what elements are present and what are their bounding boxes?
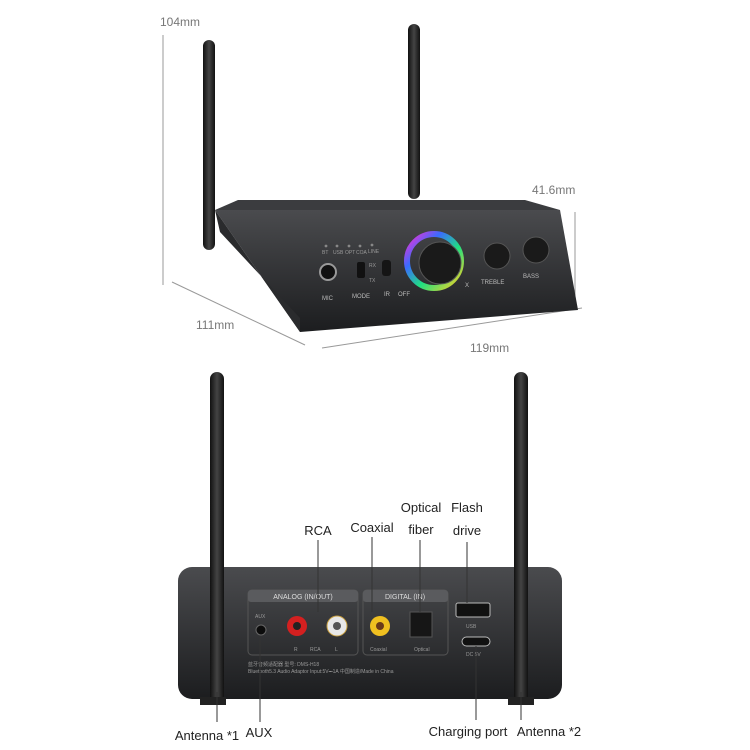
antenna-left [203,40,215,250]
callout-charging-port: Charging port [429,724,508,739]
led-label-bt: BT [322,250,328,256]
rca-r-label: R [294,647,298,653]
dimension-depth: 111mm [196,318,234,332]
callout-optical-line2: fiber [408,522,434,537]
callout-flash-line1: Flash [451,500,483,515]
label-bass: BASS [523,274,539,280]
front-panel [215,210,578,332]
digital-header: DIGITAL (IN) [385,594,425,601]
optical-port-label: Optical [414,647,430,653]
volume-knob[interactable] [418,241,462,285]
label-off: OFF [398,292,410,298]
optical-port [409,611,433,638]
label-mode: MODE [352,294,370,300]
rear-panel [178,567,562,699]
aux-port-label: AUX [255,614,266,620]
dimension-lines [162,35,583,349]
label-ir: IR [384,292,391,298]
usb-c-port [461,636,491,647]
ir-window [382,260,391,276]
led-label-usb: USB [333,250,344,256]
callout-antenna-1: Antenna *1 [175,728,239,743]
usb-port [455,602,491,618]
label-x: X [465,283,469,289]
mic-jack [319,263,337,281]
label-tx: TX [369,278,376,284]
label-mic: MIC [322,296,334,302]
callout-antenna-2: Antenna *2 [517,724,581,739]
aux-jack [255,624,267,636]
bass-knob[interactable] [522,236,550,264]
rca-l-label: L [335,647,338,653]
led-label-coa: COA [356,250,368,256]
info-line-1: 蓝牙音频适配器 型号: DMS-H18 [248,661,319,668]
led-label-line: LINE [368,249,380,255]
coaxial-port-label: Coaxial [370,647,387,653]
callout-flash-line2: drive [453,523,481,538]
label-treble: TREBLE [481,280,504,286]
usb-label: USB [466,624,477,630]
dimension-height: 104mm [160,15,200,29]
callout-coaxial: Coaxial [350,520,393,535]
antenna-right [408,24,420,199]
callout-rca: RCA [304,523,332,538]
top-device: MIC MODE IR OFF X TREBLE BASS RX TX BT U… [203,24,578,332]
rca-port-label: RCA [310,647,321,653]
rear-device: ANALOG (IN/OUT) DIGITAL (IN) AUX R RCA L… [178,372,562,705]
dimension-width: 119mm [470,341,509,355]
info-line-2: Bluetooth5.3 Audio Adaptor Input:5V⎓1A 中… [248,668,394,675]
mode-switch[interactable] [357,262,365,278]
analog-header: ANALOG (IN/OUT) [273,594,333,601]
dc-label: DC 5V [466,652,481,658]
callout-optical-line1: Optical [401,500,442,515]
treble-knob[interactable] [483,242,511,270]
dimension-depth-height: 41.6mm [532,183,575,197]
callout-aux: AUX [246,725,273,740]
label-rx: RX [369,263,377,269]
callout-lines [216,537,522,722]
led-label-opt: OPT [345,250,355,256]
